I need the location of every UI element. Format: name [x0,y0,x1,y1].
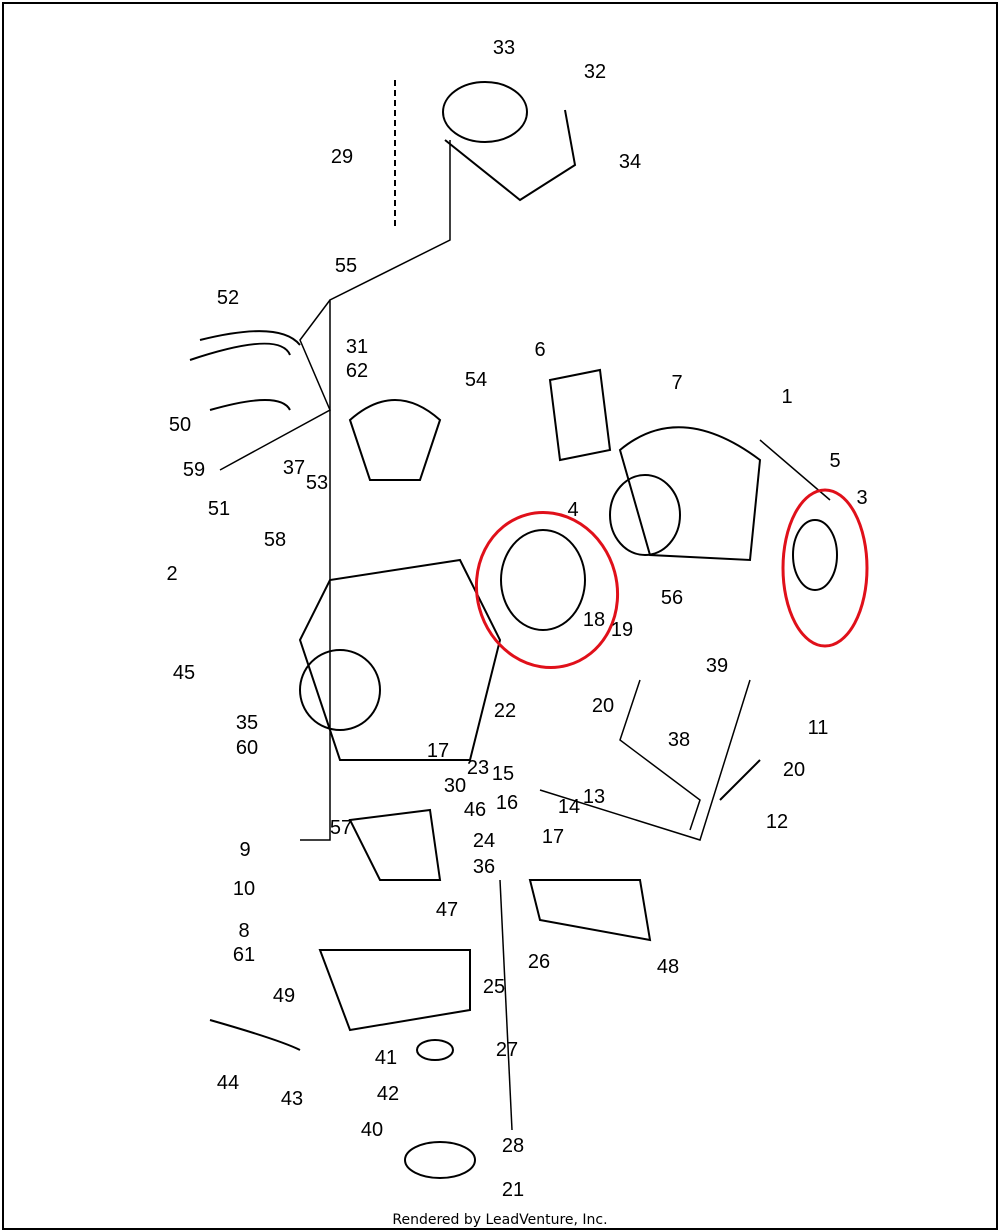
part-number-label[interactable]: 42 [376,1083,400,1105]
part-number-label[interactable]: 7 [671,372,683,394]
part-number-label[interactable]: 37 [282,457,306,479]
part-number-label[interactable]: 24 [472,830,496,852]
part-number-label[interactable]: 39 [705,655,729,677]
part-number-label[interactable]: 17 [541,826,565,848]
part-number-label[interactable]: 33 [492,37,516,59]
part-number-label[interactable]: 20 [591,695,615,717]
part-number-label[interactable]: 17 [426,740,450,762]
part-number-label[interactable]: 30 [443,775,467,797]
part-number-label[interactable]: 25 [482,976,506,998]
part-number-label[interactable]: 19 [610,619,634,641]
part-number-label[interactable]: 16 [495,792,519,814]
part-number-label[interactable]: 15 [491,763,515,785]
part-number-label[interactable]: 4 [567,499,579,521]
part-number-label[interactable]: 46 [463,799,487,821]
part-number-label[interactable]: 61 [232,944,256,966]
part-number-label[interactable]: 52 [216,287,240,309]
carburetor-body [189,80,838,1179]
part-number-label[interactable]: 11 [807,717,829,739]
part-number-label[interactable]: 45 [172,662,196,684]
highlight-circle-part-3 [781,488,869,648]
part-number-label[interactable]: 29 [330,146,354,168]
part-number-label[interactable]: 48 [656,956,680,978]
part-number-label[interactable]: 28 [501,1135,525,1157]
part-number-label[interactable]: 40 [360,1119,384,1141]
part-number-label[interactable]: 57 [329,817,353,839]
part-number-label[interactable]: 60 [235,737,259,759]
part-number-label[interactable]: 18 [582,609,606,631]
part-number-label[interactable]: 54 [464,369,488,391]
outline-leader-lines [219,140,831,1131]
part-number-label[interactable]: 34 [618,151,642,173]
part-number-label[interactable]: 55 [334,255,358,277]
part-number-label[interactable]: 13 [582,786,606,808]
part-number-label[interactable]: 36 [472,856,496,878]
part-number-label[interactable]: 59 [182,459,206,481]
part-number-label[interactable]: 53 [305,472,329,494]
part-number-label[interactable]: 2 [166,563,178,585]
part-number-label[interactable]: 9 [239,839,251,861]
part-number-label[interactable]: 35 [235,712,259,734]
part-number-label[interactable]: 8 [238,920,250,942]
part-number-label[interactable]: 12 [765,811,789,833]
part-number-label[interactable]: 58 [263,529,287,551]
footer-credit: Rendered by LeadVenture, Inc. [392,1212,608,1228]
highlight-circle-part-4 [474,511,620,669]
part-number-label[interactable]: 32 [583,61,607,83]
part-number-label[interactable]: 22 [493,700,517,722]
part-number-label[interactable]: 20 [782,759,806,781]
part-number-label[interactable]: 26 [527,951,551,973]
part-number-label[interactable]: 47 [435,899,459,921]
part-number-label[interactable]: 49 [272,985,296,1007]
part-number-label[interactable]: 6 [534,339,546,361]
part-number-label[interactable]: 10 [232,878,256,900]
part-number-label[interactable]: 44 [216,1072,240,1094]
part-number-label[interactable]: 14 [557,796,581,818]
part-number-label[interactable]: 3 [856,487,868,509]
part-number-label[interactable]: 1 [781,386,793,408]
part-number-label[interactable]: 21 [501,1179,525,1201]
part-number-label[interactable]: 56 [660,587,684,609]
part-number-label[interactable]: 51 [207,498,231,520]
part-number-label[interactable]: 43 [280,1088,304,1110]
part-number-label[interactable]: 50 [168,414,192,436]
part-number-label[interactable]: 23 [466,757,490,779]
part-number-label[interactable]: 62 [345,360,369,382]
part-number-label[interactable]: 31 [345,336,369,358]
part-number-label[interactable]: 27 [495,1039,519,1061]
part-number-label[interactable]: 5 [829,450,841,472]
part-number-label[interactable]: 38 [667,729,691,751]
part-number-label[interactable]: 41 [374,1047,398,1069]
